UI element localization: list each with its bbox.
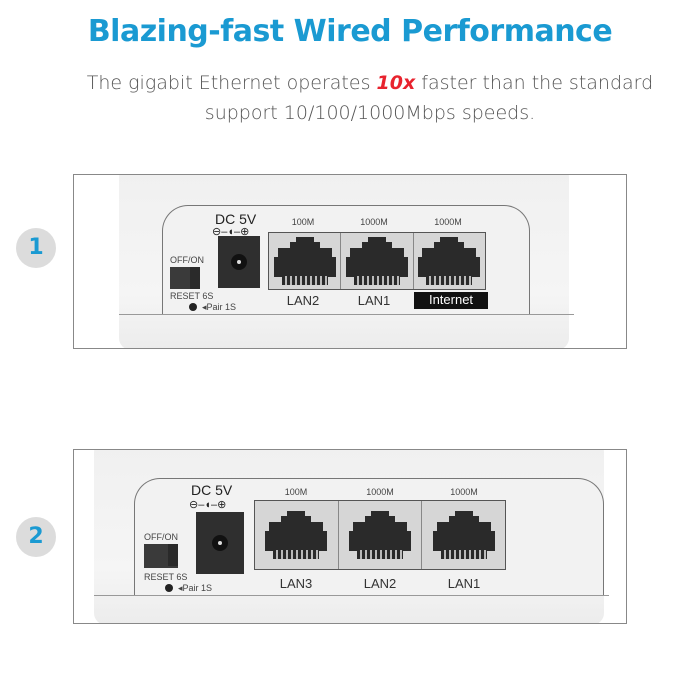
ethernet-port-strip xyxy=(268,232,486,290)
step-badge-1: 1 xyxy=(16,228,56,268)
step-badge-2: 2 xyxy=(16,517,56,557)
reset-button[interactable] xyxy=(165,584,173,592)
port-speed: 100M xyxy=(284,487,308,497)
dc-jack-hole xyxy=(212,535,228,551)
dc-power-jack[interactable] xyxy=(218,236,260,288)
power-switch[interactable] xyxy=(144,544,178,568)
port-name: LAN3 xyxy=(279,576,313,591)
pair-label: ◂Pair 1S xyxy=(202,302,237,312)
subtitle-text-pre: The gigabit Ethernet operates xyxy=(86,72,377,94)
rj45-port-icon xyxy=(418,237,481,285)
ethernet-port-internet[interactable] xyxy=(414,233,485,289)
ethernet-port-lan2[interactable] xyxy=(339,501,423,569)
port-name: LAN2 xyxy=(286,293,320,308)
base-line xyxy=(119,314,574,315)
port-name: LAN1 xyxy=(357,293,391,308)
dc-jack-hole xyxy=(231,254,247,270)
internet-port-label: Internet xyxy=(414,292,488,309)
dc-power-jack[interactable] xyxy=(196,512,244,574)
port-speed: 100M xyxy=(291,217,315,227)
dc-label: DC 5V xyxy=(191,482,233,498)
pair-label: ◂Pair 1S xyxy=(178,583,213,593)
polarity-icon: ⊖–◖–⊕ xyxy=(212,226,250,238)
switch-label: OFF/ON xyxy=(144,532,178,542)
rj45-port-icon xyxy=(432,511,495,559)
router-panel-2: DC 5V ⊖–◖–⊕ OFF/ON RESET 6S ◂Pair 1S 100… xyxy=(73,449,627,624)
page-title: Blazing-fast Wired Performance xyxy=(87,14,613,49)
ethernet-port-lan3[interactable] xyxy=(255,501,339,569)
switch-label: OFF/ON xyxy=(170,255,204,265)
ethernet-port-strip xyxy=(254,500,506,570)
dc-label: DC 5V xyxy=(215,211,257,227)
router-panel-1: DC 5V ⊖–◖–⊕ OFF/ON RESET 6S ◂Pair 1S 100… xyxy=(73,174,627,349)
rj45-port-icon xyxy=(273,237,336,285)
rj45-port-icon xyxy=(265,511,328,559)
reset-button[interactable] xyxy=(189,303,197,311)
port-speed: 1000M xyxy=(360,217,388,227)
subtitle-highlight: 10x xyxy=(376,72,416,94)
polarity-icon: ⊖–◖–⊕ xyxy=(189,499,227,511)
port-speed: 1000M xyxy=(366,487,394,497)
port-name: LAN1 xyxy=(447,576,481,591)
ethernet-port-lan1[interactable] xyxy=(422,501,505,569)
page-subtitle: The gigabit Ethernet operates 10x faster… xyxy=(60,68,680,128)
subtitle-text-post: faster than the standard support 10/100/… xyxy=(204,72,654,124)
port-name: LAN2 xyxy=(363,576,397,591)
base-line xyxy=(94,595,609,596)
reset-label: RESET 6S xyxy=(170,291,214,301)
port-speed: 1000M xyxy=(450,487,478,497)
ethernet-port-lan2[interactable] xyxy=(269,233,342,289)
rj45-port-icon xyxy=(345,237,408,285)
ethernet-port-lan1[interactable] xyxy=(341,233,414,289)
port-speed: 1000M xyxy=(434,217,462,227)
power-switch[interactable] xyxy=(170,267,200,289)
rj45-port-icon xyxy=(349,511,411,559)
reset-label: RESET 6S xyxy=(144,572,188,582)
